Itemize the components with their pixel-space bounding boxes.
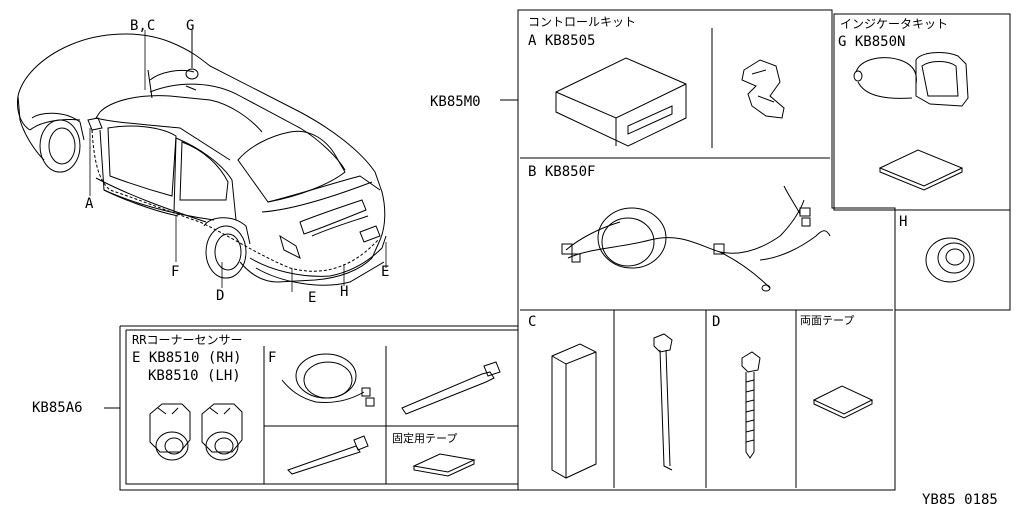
sensor-part-rh [149, 403, 191, 461]
pad-part [551, 343, 597, 479]
callout-bc: B,C [130, 18, 155, 34]
control-unit-part [555, 57, 687, 147]
indicator-part [853, 52, 969, 107]
sensor-part-lh [201, 403, 243, 461]
callout-e-bottom: E [308, 290, 316, 306]
callout-e-right: E [381, 264, 389, 280]
callout-f: F [171, 264, 179, 280]
sensor-item-rh: E KB8510 (RH) [132, 350, 242, 366]
control-kit-item: A KB8505 [528, 33, 595, 49]
bracket-part [741, 59, 785, 119]
kit-code-sensor: KB85A6 [32, 400, 83, 416]
fix-tape-part [412, 453, 476, 477]
callout-g: G [186, 18, 194, 34]
callout-d: D [216, 288, 224, 304]
fix-tape-label: 固定用テープ [392, 431, 457, 445]
indicator-kit-title: インジケータキット [840, 17, 948, 31]
sensor-harness-part [281, 353, 375, 407]
callout-a: A [85, 196, 94, 212]
grommet-part [925, 237, 975, 283]
kit-code-main: KB85M0 [430, 94, 481, 110]
sensor-kit-title: RRコーナーセンサー [132, 333, 242, 347]
diagram-id: YB85 0185 [922, 492, 998, 508]
callout-h: H [340, 284, 348, 300]
callout-leaders [89, 30, 387, 292]
f-label: F [268, 350, 276, 366]
car-illustration [17, 33, 387, 286]
sensor-cable-tie-part [287, 435, 369, 475]
indicator-tape-part [878, 149, 964, 191]
double-tape-label: 両面テープ [800, 314, 854, 327]
h-label: H [899, 214, 907, 230]
sensor-item-lh: KB8510 (LH) [148, 368, 241, 384]
d-label: D [712, 314, 720, 330]
indicator-marker [185, 30, 199, 91]
sensor-tie-part [401, 361, 501, 415]
c-label: C [528, 314, 536, 330]
indicator-kit-item: G KB850N [838, 34, 905, 50]
sensor-kit-frame [104, 325, 518, 491]
tie-part-c [653, 333, 673, 471]
control-kit-title: コントロールキット [528, 15, 636, 29]
tie-part-d [741, 351, 761, 459]
harness-part [561, 185, 831, 292]
harness-item: B KB850F [528, 164, 595, 180]
double-tape-part [812, 385, 874, 419]
